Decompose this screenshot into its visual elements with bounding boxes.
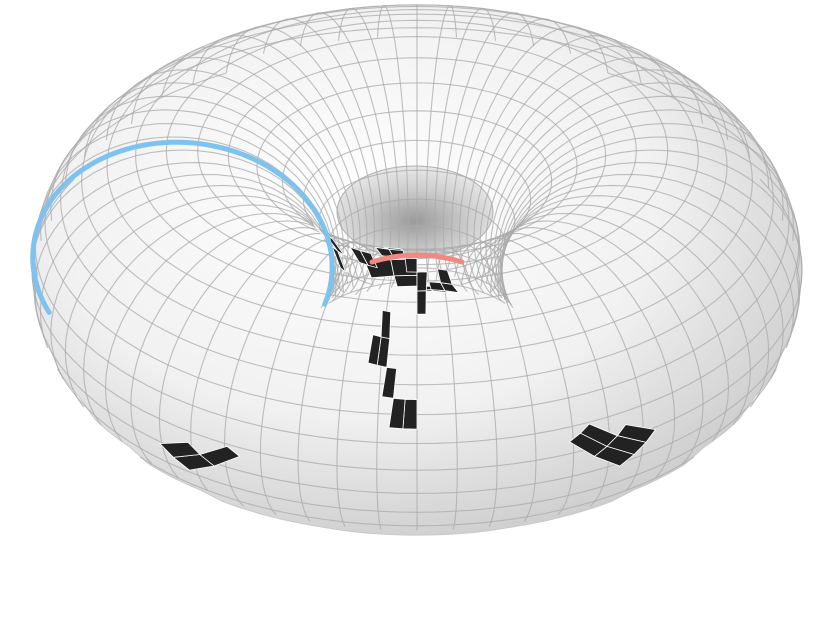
grid-segment-line <box>490 204 751 426</box>
grid-segment-line <box>497 109 784 304</box>
grid-segment-line <box>33 162 334 328</box>
grid-segment-line <box>451 18 572 292</box>
grid-segment-line <box>130 56 355 302</box>
live-cell <box>374 246 395 258</box>
grid-segment-line <box>490 82 751 304</box>
live-cell <box>199 445 241 467</box>
grid-segment-line <box>39 123 335 298</box>
grid-segment-line <box>434 7 497 288</box>
live-cell <box>436 268 453 285</box>
meridian-loop <box>30 139 335 315</box>
grid-segment-line <box>485 69 729 299</box>
grid-segment-line <box>376 5 409 287</box>
live-cell <box>404 257 418 273</box>
live-cell <box>383 247 404 251</box>
grid-segment-line <box>479 56 704 302</box>
grid-segment-line <box>259 241 380 516</box>
grid-segment-line <box>299 12 392 290</box>
grid-segment-line <box>494 95 770 309</box>
grid-segment-line <box>225 25 376 296</box>
grid-segment-line <box>161 45 361 297</box>
grid-segment-line <box>337 7 400 288</box>
grid-ring-line <box>34 274 800 494</box>
grid-segment-line <box>473 45 673 297</box>
grid-segment-line <box>466 35 642 294</box>
grid-segment-line <box>64 95 340 309</box>
grid-segment-line <box>105 69 349 299</box>
live-cell <box>568 432 608 457</box>
live-cell <box>380 309 392 340</box>
grid-segment-line <box>39 173 335 349</box>
live-cell <box>416 271 428 292</box>
grid-segment-line <box>458 25 609 296</box>
live-cell <box>331 245 347 274</box>
grid-segment-line <box>442 12 535 290</box>
torus-hole <box>336 165 494 259</box>
grid-segment-line <box>83 82 344 304</box>
grid-segment-line <box>425 5 458 287</box>
grid-segment-line <box>475 227 676 479</box>
grid-segment-line <box>500 136 801 303</box>
live-cell <box>159 441 201 458</box>
grid-segment-line <box>485 212 730 442</box>
live-cell <box>393 274 418 288</box>
grid-segment-line <box>499 123 795 298</box>
live-cell <box>349 246 369 267</box>
grid-segment-line <box>158 227 359 479</box>
live-cell <box>416 290 427 315</box>
live-cell <box>388 397 406 430</box>
longitude-loop <box>369 252 465 265</box>
grid-segment-line <box>444 244 537 522</box>
live-cell <box>381 366 398 399</box>
live-cell <box>367 334 382 366</box>
grid-segment-line <box>480 220 704 465</box>
grid-segment-line <box>192 35 368 294</box>
grid-segment-line <box>262 18 383 292</box>
